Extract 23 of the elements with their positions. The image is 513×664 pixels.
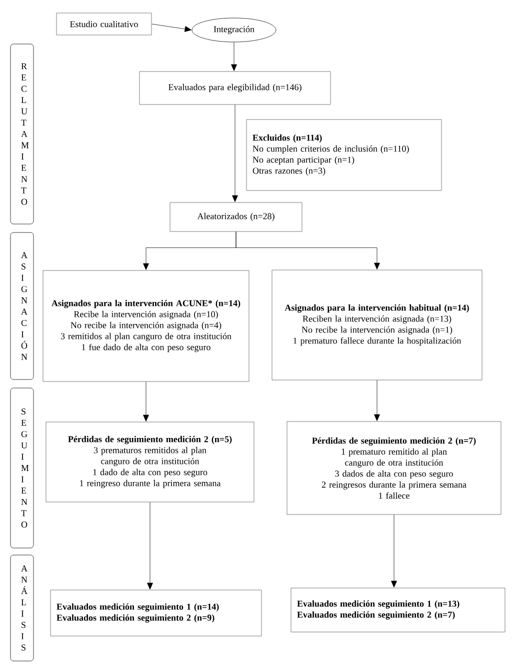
- process-box: Pérdidas de seguimiento medición 2 (n=7) 1 prematuro remitido al plan canguro de otra institución 3 dados de alta con peso seguro 2 reingresos durante la primera semana 1 fallece: [286, 421, 502, 515]
- oval: Integración: [192, 18, 276, 42]
- phase-band: SEGUIMIENTO: [10, 388, 34, 548]
- process-box: Pérdidas de seguimiento medición 2 (n=5) 3 prematuros remitidos al plan canguro de otra institución 1 dado de alta con peso seguro 1 reingreso durante la primera semana: [46, 422, 254, 502]
- arrow: [374, 380, 380, 421]
- arrow: [147, 502, 153, 590]
- process-box: Evaluados medición seguimiento 1 (n=14) Evaluados medición seguimiento 2 (n=9): [50, 590, 262, 636]
- process-box: Evaluados para elegibilidad (n=146): [139, 71, 331, 105]
- arrow: [152, 24, 192, 32]
- phase-band: ASIGNACIÓN: [10, 232, 34, 380]
- process-box: Asignados para la intervención ACUNE* (n=14) Recibe la intervención asignada (n=10) No recibe la intervención asignada (n=4) 3 remitidos al plan canguro de otra institución 1 fue dado de alta con peso seguro: [42, 270, 250, 382]
- process-box: Aleatorizados (n=28): [170, 202, 302, 232]
- process-box: Asignados para la intervención habitual (n=14) Reciben la intervención asignada (n=13) No recibe la intervención asignada (n=1) 1 prematuro fallece durante la hospitalización: [272, 270, 482, 380]
- arrow: [236, 232, 380, 270]
- arrow: [231, 42, 237, 71]
- arrow: [391, 514, 397, 588]
- phase-band: RECLUTAMIENTO: [10, 44, 34, 224]
- process-box: Evaluados medición seguimiento 1 (n=13) Evaluados medición seguimiento 2 (n=7): [290, 588, 506, 632]
- phase-band: ANÁLISIS: [10, 554, 34, 662]
- arrow: [143, 382, 149, 422]
- arrow: [232, 104, 238, 202]
- process-box: Excluidos (n=114) No cumplen criterios de inclusión (n=110) No aceptan participar (n=1) Otras razones (n=3): [246, 119, 442, 191]
- process-box: Estudio cualitativo: [56, 12, 152, 36]
